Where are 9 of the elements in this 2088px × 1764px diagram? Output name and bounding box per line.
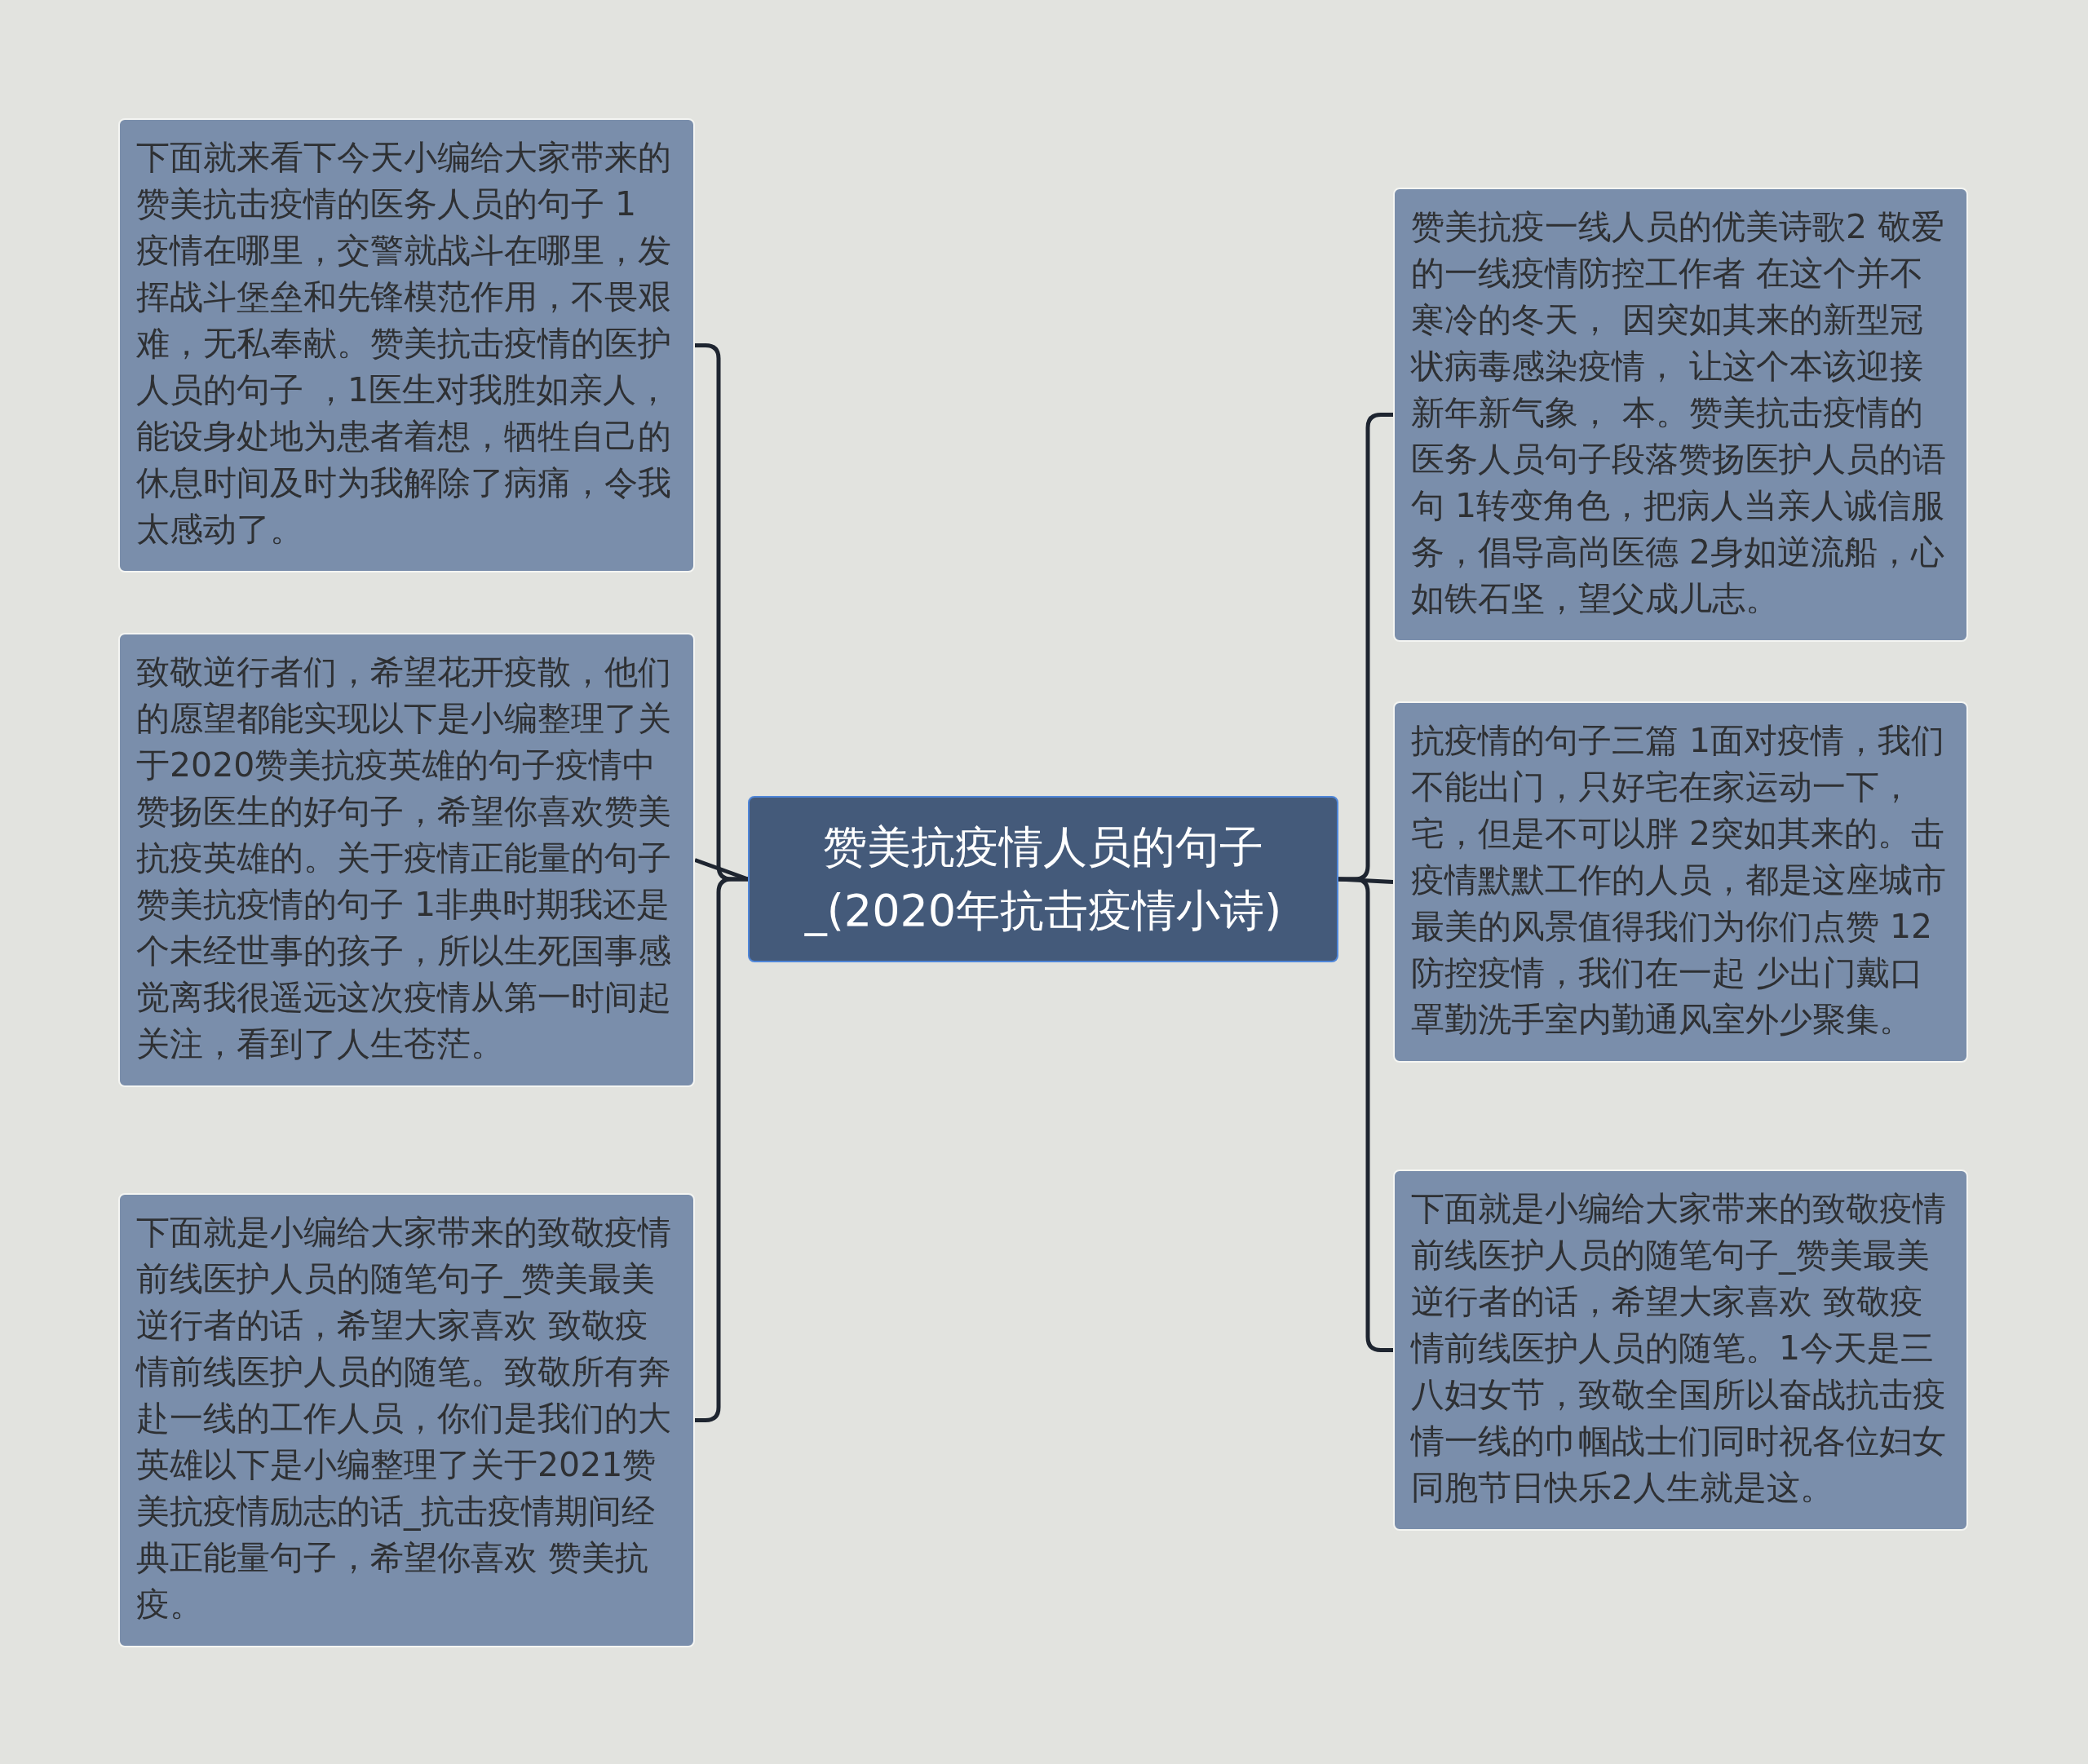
- text-box: 下面就是小编给大家带来的致敬疫情前线医护人员的随笔句子_赞美最美逆行者的话，希望大家喜欢 致敬疫情前线医护人员的随笔。致敬所有奔赴一线的工作人员，你们是我们的大英雄以下是小编整理了关于2021赞美抗疫情励志的话_抗击疫情期间经典正能量句子，希望你喜欢 赞美抗疫。: [118, 1193, 695, 1647]
- topic-box: 赞美抗疫情人员的句子_(2020年抗击疫情小诗): [748, 796, 1338, 962]
- text-box: 下面就是小编给大家带来的致敬疫情前线医护人员的随笔句子_赞美最美逆行者的话，希望大家喜欢 致敬疫情前线医护人员的随笔。1今天是三八妇女节，致敬全国所以奋战抗击疫情一线的巾帼战士们同时祝各位妇女同胞节日快乐2人生就是这。: [1393, 1169, 1968, 1531]
- text-box: 致敬逆行者们，希望花开疫散，他们的愿望都能实现以下是小编整理了关于2020赞美抗疫英雄的句子疫情中赞扬医生的好句子，希望你喜欢赞美抗疫英雄的。关于疫情正能量的句子赞美抗疫情的句子 1非典时期我还是个未经世事的孩子，所以生死国事感觉离我很遥远这次疫情从第一时间起关注，看到了人生苍茫。: [118, 633, 695, 1087]
- text-box: 抗疫情的句子三篇 1面对疫情，我们不能出门，只好宅在家运动一下，宅，但是不可以胖 2突如其来的。击疫情默默工作的人员，都是这座城市最美的风景值得我们为你们点赞 12防控疫情，我们在一起 少出门戴口罩勤洗手室内勤通风室外少聚集。: [1393, 701, 1968, 1063]
- connector-line: [695, 877, 748, 1422]
- connector-line: [1338, 877, 1393, 1352]
- text-box: 下面就来看下今天小编给大家带来的赞美抗击疫情的医务人员的句子 1 疫情在哪里，交警就战斗在哪里，发挥战斗堡垒和先锋模范作用，不畏艰难，无私奉献。赞美抗击疫情的医护人员的句子 ，1医生对我胜如亲人，能设身处地为患者着想，牺牲自己的休息时间及时为我解除了病痛，令我太感动了。: [118, 118, 695, 573]
- text-box: 赞美抗疫一线人员的优美诗歌2 敬爱的一线疫情防控工作者 在这个并不寒冷的冬天， 因突如其来的新型冠状病毒感染疫情， 让这个本该迎接新年新气象， 本。赞美抗击疫情的医务人员句子段落赞扬医护人员的语句 1转变角色，把病人当亲人诚信服务，倡导高尚医德 2身如逆流船，心如铁石坚，望父成儿志。: [1393, 188, 1968, 642]
